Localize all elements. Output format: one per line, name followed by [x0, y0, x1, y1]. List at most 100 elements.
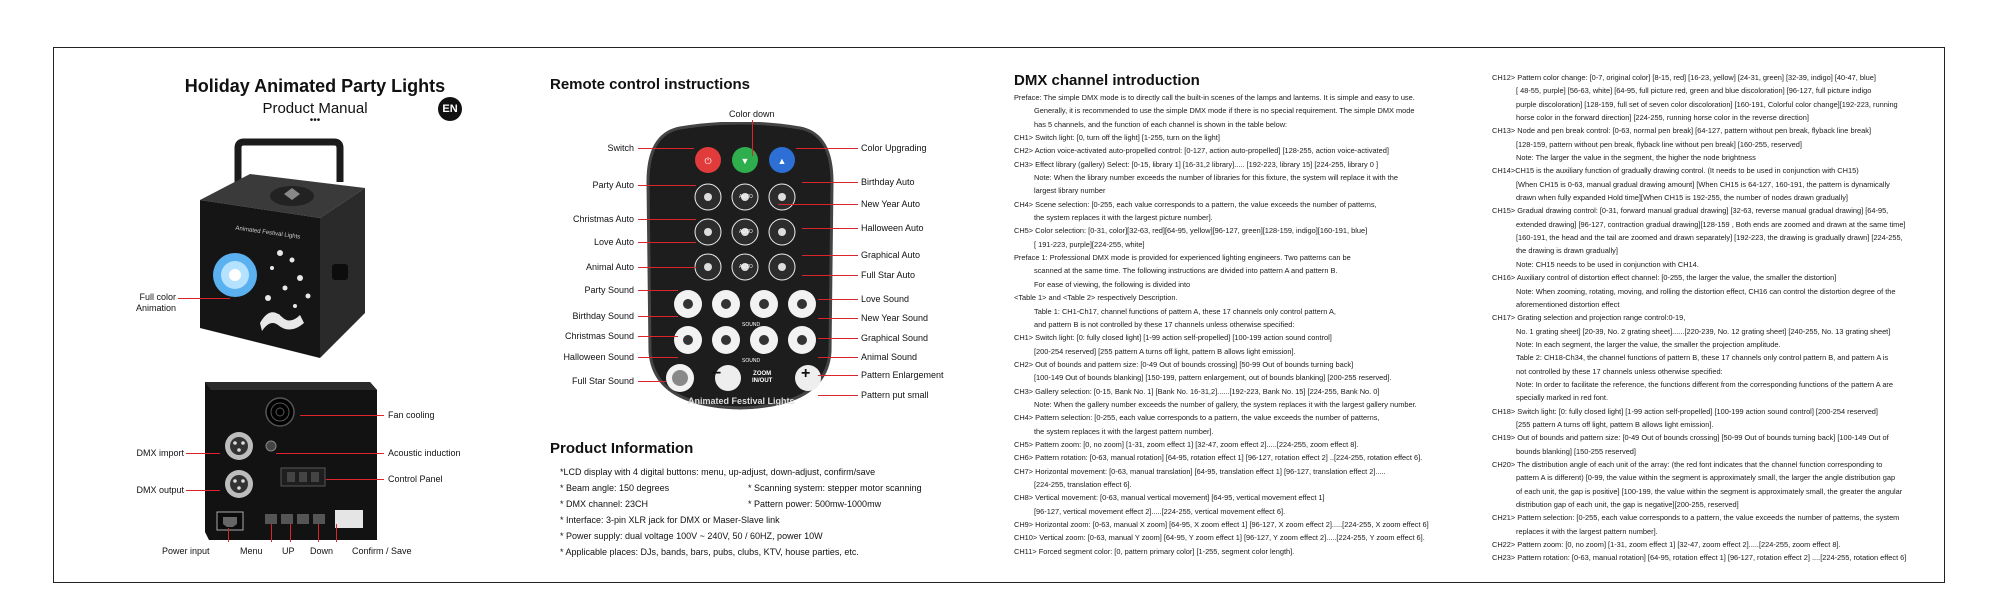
dmx-line: CH3> Effect library (gallery) Select: [0…: [1014, 159, 1379, 169]
leader-line: [802, 182, 858, 183]
manual-sheet: [53, 47, 1945, 583]
label-full-color: Full color Animation: [135, 292, 176, 313]
dmx-line: [160-191, the head and the tail are zoom…: [1516, 233, 1903, 243]
leader-line: [638, 290, 678, 291]
leader-line: [186, 490, 220, 491]
leader-line: [318, 524, 319, 542]
zoom-label: ZOOM IN/OUT: [752, 371, 773, 384]
svg-text:⏻: ⏻: [704, 156, 711, 166]
label-animal-auto: Animal Auto: [585, 262, 634, 272]
leader-line: [818, 395, 858, 396]
dmx-line: Note: When zooming, rotating, moving, an…: [1516, 286, 1896, 296]
zoom-in-button[interactable]: +: [801, 365, 811, 382]
dmx-line: CH7> Horizontal movement: [0-63, manual …: [1014, 466, 1386, 476]
label-love-auto: Love Auto: [593, 237, 634, 247]
dmx-line: CH10> Vertical zoom: [0-63, manual Y zoo…: [1014, 533, 1425, 543]
leader-line: [752, 120, 753, 156]
dmx-line: CH3> Gallery selection: [0-15, Bank No. …: [1014, 386, 1380, 396]
label-christmas-auto: Christmas Auto: [572, 214, 634, 224]
dmx-line: CH23> Pattern rotation: [0-63, manual ro…: [1492, 553, 1907, 563]
dmx-line: Table 2: CH18-Ch34, the channel function…: [1516, 353, 1889, 363]
dmx-line: aforementioned distortion effect: [1516, 299, 1620, 309]
product-info-line: * Pattern power: 500mw-1000mw: [748, 499, 882, 509]
dmx-line: purple discoloration] [128-159, full set…: [1516, 99, 1898, 109]
dmx-line: No. 1 grating sheet] [20-39, No. 2 grati…: [1516, 326, 1891, 336]
dmx-line: CH16> Auxiliary control of distortion ef…: [1492, 273, 1837, 283]
dmx-line: CH22> Pattern zoom: [0, no zoom] [1-31, …: [1492, 540, 1841, 550]
leader-line: [638, 185, 696, 186]
leader-line: [336, 524, 337, 542]
dmx-line: [128-159, pattern without pen break, fly…: [1516, 139, 1802, 149]
dmx-line: the system replaces it with the largest …: [1034, 426, 1214, 436]
label-halloween-auto: Halloween Auto: [861, 223, 924, 233]
dmx-line: and pattern B is not controlled by these…: [1034, 319, 1295, 329]
dmx-line: Generally, it is recommended to use the …: [1034, 106, 1415, 116]
auto-label: AUTO: [739, 264, 753, 270]
dmx-line: <Table 1> and <Table 2> respectively Des…: [1014, 293, 1178, 303]
dmx-line: specially marked in red font.: [1516, 393, 1609, 403]
leader-line: [802, 228, 858, 229]
dmx-line: largest library number: [1034, 186, 1106, 196]
dmx-column-1: Preface: The simple DMX mode is to direc…: [1014, 91, 1429, 558]
leader-line: [271, 524, 272, 542]
dmx-line: CH12> Pattern color change: [0-7, origin…: [1492, 73, 1876, 82]
leader-line: [638, 148, 694, 149]
device-front-image: Animated Festival Lights: [200, 138, 365, 358]
device-back-image: [205, 382, 377, 540]
dmx-line: [224-255, translation effect 6].: [1034, 479, 1132, 489]
dmx-line: Note: The larger the value in the segmen…: [1516, 153, 1756, 163]
dmx-line: Preface 1: Professional DMX mode is prov…: [1014, 253, 1351, 263]
auto-label: AUTO: [739, 229, 753, 235]
label-full-star-sound: Full Star Sound: [571, 376, 634, 386]
product-info-line: * Scanning system: stepper motor scannin…: [748, 483, 922, 493]
label-party-sound: Party Sound: [584, 285, 634, 295]
remote-section-title: Remote control instructions: [550, 76, 751, 93]
dmx-line: CH20> The distribution angle of each uni…: [1492, 459, 1883, 469]
leader-line: [178, 298, 230, 299]
dmx-line: extended drawing] [96-127, contraction g…: [1516, 219, 1906, 229]
dmx-line: CH14>CH15 is the auxiliary function of g…: [1492, 166, 1859, 176]
leader-line: [818, 318, 858, 319]
svg-text:▼: ▼: [741, 156, 750, 166]
product-info-line: * Power supply: dual voltage 100V ~ 240V…: [560, 531, 823, 541]
dmx-line: Note: In order to facilitate the referen…: [1516, 379, 1894, 389]
dmx-line: [ 48-55, purple] [56-63, white] [64-95, …: [1516, 86, 1872, 96]
dmx-line: distribution gap of each unit, the gap i…: [1516, 500, 1739, 509]
dmx-line: CH5> Color selection: [0-31, color][32-6…: [1014, 226, 1368, 236]
label-dmx-output: DMX output: [136, 485, 184, 495]
dmx-line: [200-254 reserved] [255 pattern A turns …: [1034, 346, 1296, 356]
dmx-line: the drawing is drawn gradually]: [1516, 246, 1618, 256]
leader-line: [818, 299, 858, 300]
dmx-line: CH1> Switch light: [0: fully closed ligh…: [1014, 333, 1332, 343]
label-new-year-sound: New Year Sound: [861, 313, 929, 323]
dmx-line: Note: CH15 needs to be used in conjuncti…: [1516, 259, 1699, 269]
leader-line: [638, 267, 696, 268]
dmx-line: Preface: The simple DMX mode is to direc…: [1014, 93, 1415, 102]
dmx-line: Table 1: CH1-Ch17, channel functions of …: [1034, 306, 1336, 316]
leader-line: [638, 219, 696, 220]
leader-line: [818, 338, 858, 339]
leader-line: [778, 204, 858, 205]
leader-line: [638, 242, 696, 243]
dmx-line: CH21> Pattern selection: [0-255, each va…: [1492, 513, 1900, 523]
dmx-line: CH11> Forced segment color: [0, pattern …: [1014, 546, 1295, 556]
product-info-line: * DMX channel: 23CH: [560, 499, 649, 509]
svg-text:▲: ▲: [778, 156, 787, 166]
label-full-star-auto: Full Star Auto: [861, 270, 916, 280]
dmx-line: [255 pattern A turns off light, pattern …: [1516, 419, 1714, 429]
dmx-section-title: DMX channel introduction: [1014, 72, 1200, 89]
dmx-line: not controlled by these 17 channels unle…: [1516, 366, 1723, 376]
dmx-line: CH18> Switch light: [0: fully closed lig…: [1492, 406, 1878, 416]
sound-label: SOUND: [742, 322, 761, 328]
leader-line: [796, 148, 858, 149]
zoom-out-button[interactable]: −: [712, 365, 722, 382]
dmx-line: has 5 channels, and the function of each…: [1034, 119, 1288, 129]
leader-line: [228, 528, 229, 542]
label-graphical-auto: Graphical Auto: [861, 250, 921, 260]
dmx-line: CH17> Grating selection and projection r…: [1492, 313, 1686, 323]
dmx-line: CH1> Switch light: [0, turn off the ligh…: [1014, 133, 1220, 143]
label-pattern-put-small: Pattern put small: [861, 390, 929, 400]
label-halloween-sound: Halloween Sound: [563, 352, 634, 362]
product-info-line: *LCD display with 4 digital buttons: men…: [560, 467, 876, 477]
leader-line: [290, 524, 291, 542]
